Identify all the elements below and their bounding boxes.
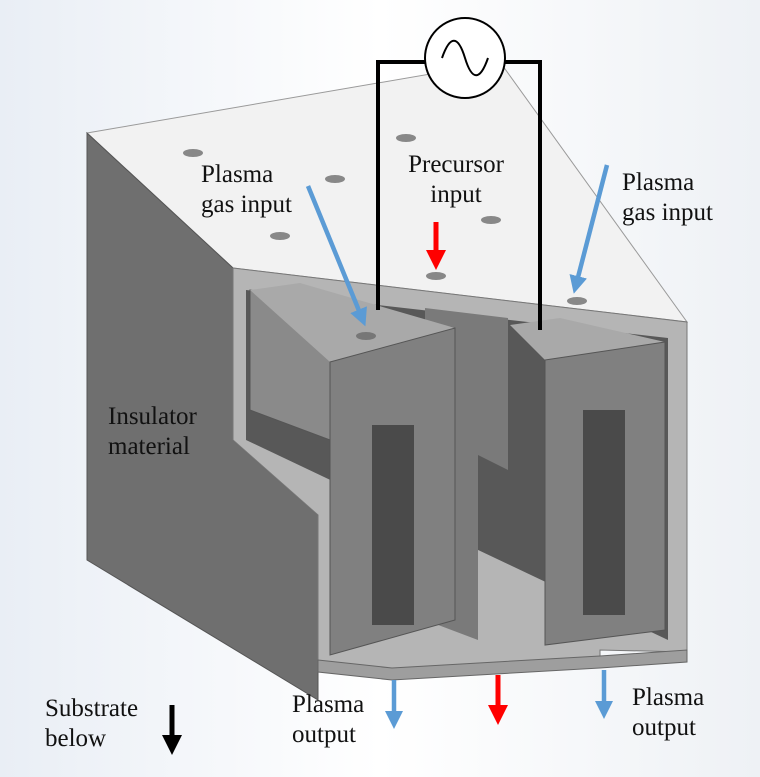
plasma-gas-input-arrow-right — [569, 164, 610, 294]
label-precursor-input: Precursor input — [408, 151, 504, 208]
top-hole — [567, 297, 587, 305]
label-insulator-material: Insulator material — [108, 403, 197, 460]
label-substrate-below: Substrate below — [45, 695, 139, 752]
top-hole — [426, 272, 446, 280]
top-hole — [481, 216, 501, 224]
top-hole — [270, 232, 290, 240]
left-electrode-slot — [372, 425, 414, 625]
top-hole — [396, 134, 416, 142]
top-hole — [325, 175, 345, 183]
label-plasma-output-left: Plasma output — [292, 691, 365, 748]
ac-power-source-icon — [424, 17, 506, 99]
top-hole — [183, 149, 203, 157]
right-electrode-slot — [583, 410, 625, 615]
right-wire — [505, 60, 542, 330]
label-plasma-output-right: Plasma output — [632, 684, 705, 741]
left-wire — [376, 60, 425, 310]
label-plasma-gas-input-left: Plasma gas input — [201, 161, 292, 218]
label-plasma-gas-input-right: Plasma gas input — [622, 169, 713, 226]
top-hole — [356, 332, 376, 340]
block-bottom-edge — [317, 649, 688, 681]
right-electrode-top — [510, 318, 665, 360]
plasma-gas-input-arrow-left — [305, 185, 367, 327]
